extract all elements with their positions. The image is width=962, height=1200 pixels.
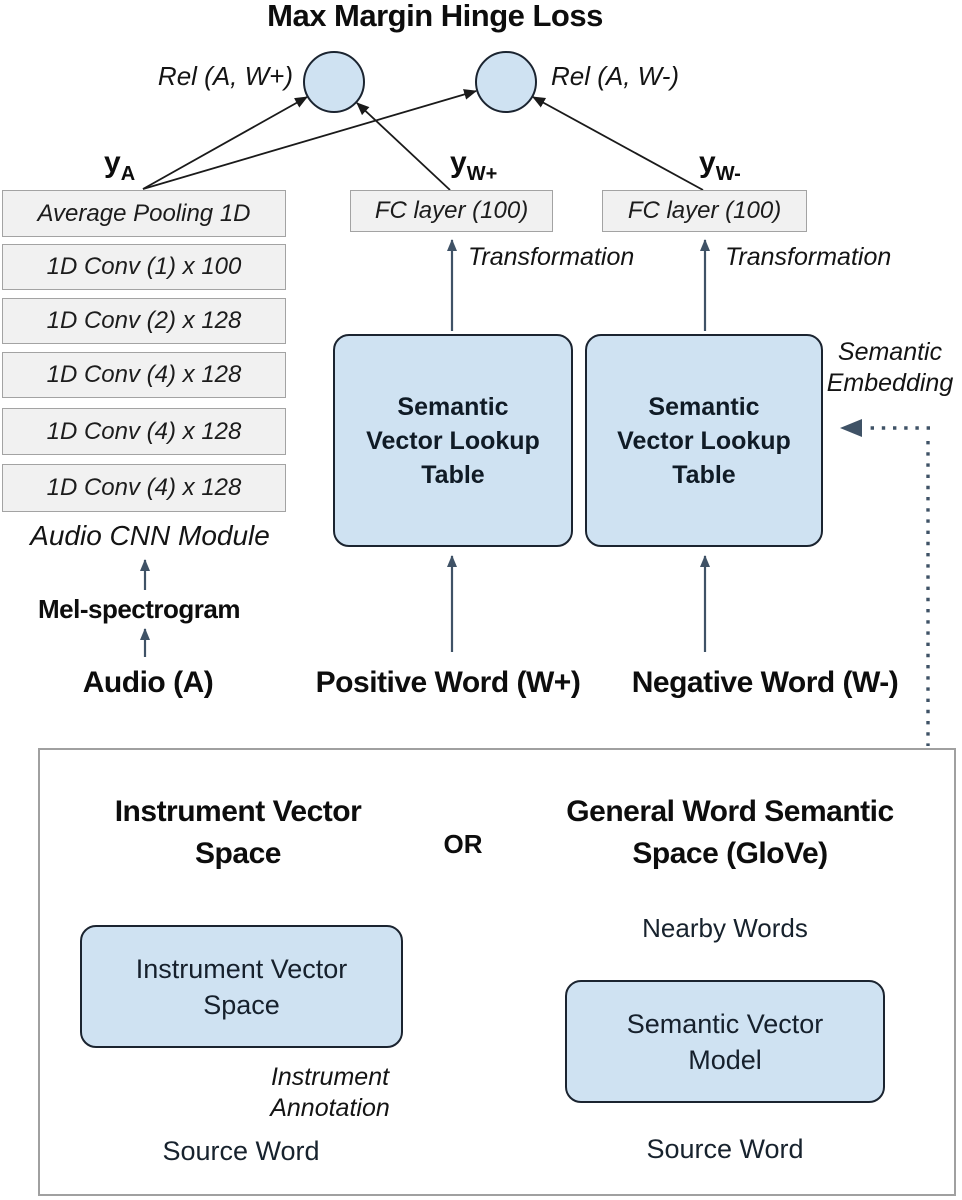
source-word-right-label: Source Word — [646, 1134, 804, 1164]
embedding-audio-sub: A — [120, 163, 136, 185]
cnn-layer-box-pooling: Average Pooling 1D — [2, 190, 286, 237]
cnn-layer-box-conv1: 1D Conv (1) x 100 — [2, 244, 286, 290]
arrow-ywpos-to-positive-node — [356, 102, 451, 191]
nearby-words-label: Nearby Words — [642, 913, 808, 943]
fc-layer-left-box: FC layer (100) — [350, 190, 553, 232]
dotted-arrowhead — [840, 419, 862, 437]
semantic-embedding-label: Semantic Embedding — [826, 338, 954, 397]
rel-positive-label: Rel (A, W+) — [157, 61, 293, 91]
cnn-layer-box-conv5: 1D Conv (4) x 128 — [2, 464, 286, 512]
mel-spectrogram-label: Mel-spectrogram — [38, 594, 241, 624]
arrow-ywneg-to-negative-node — [532, 96, 704, 191]
general-word-space-heading: General Word Semantic Space (GloVe) — [566, 795, 894, 870]
embedding-positive-base: y — [450, 146, 467, 179]
embedding-audio-base: y — [104, 146, 121, 179]
input-negative-word-label: Negative Word (W-) — [631, 666, 899, 699]
fc-layer-right-box: FC layer (100) — [602, 190, 807, 232]
instrument-space-heading: Instrument Vector Space — [114, 795, 362, 870]
transformation-left-label: Transformation — [468, 243, 635, 271]
instrument-vector-space-text: Instrument Vector Space — [135, 953, 348, 1020]
lookup-table-right-box: Semantic Vector Lookup Table — [585, 334, 823, 547]
or-label: OR — [443, 829, 483, 859]
arrow-ya-to-negative-node — [142, 89, 478, 190]
embedding-positive-sub: W+ — [466, 163, 498, 185]
cnn-layer-box-conv3: 1D Conv (4) x 128 — [2, 352, 286, 398]
relevance-node-positive — [303, 51, 365, 113]
instrument-vector-space-box: Instrument Vector Space — [80, 925, 403, 1048]
semantic-vector-model-text: Semantic Vector Model — [626, 1008, 824, 1075]
input-positive-word-label: Positive Word (W+) — [315, 666, 581, 699]
lookup-table-left-box: Semantic Vector Lookup Table — [333, 334, 573, 547]
source-word-left-label: Source Word — [162, 1136, 320, 1166]
embedding-negative-base: y — [699, 146, 716, 179]
semantic-vector-model-box: Semantic Vector Model — [565, 980, 885, 1103]
audio-cnn-module-label: Audio CNN Module — [30, 520, 270, 551]
cnn-layer-box-conv2: 1D Conv (2) x 128 — [2, 298, 286, 344]
page-title: Max Margin Hinge Loss — [267, 0, 603, 33]
transformation-right-label: Transformation — [725, 243, 892, 271]
instrument-annotation-label: Instrument Annotation — [270, 1063, 390, 1122]
relevance-node-negative — [475, 51, 537, 113]
arrow-ya-to-positive-node — [142, 96, 308, 190]
lookup-table-left-text: Semantic Vector Lookup Table — [366, 392, 540, 489]
embedding-audio-label: yA — [104, 146, 135, 186]
embedding-negative-label: yW- — [699, 146, 741, 186]
cnn-layer-box-conv4: 1D Conv (4) x 128 — [2, 408, 286, 455]
embedding-negative-sub: W- — [715, 163, 741, 185]
lookup-table-right-text: Semantic Vector Lookup Table — [617, 392, 791, 489]
rel-negative-label: Rel (A, W-) — [551, 61, 680, 91]
input-audio-label: Audio (A) — [82, 666, 214, 699]
embedding-positive-label: yW+ — [450, 146, 497, 186]
